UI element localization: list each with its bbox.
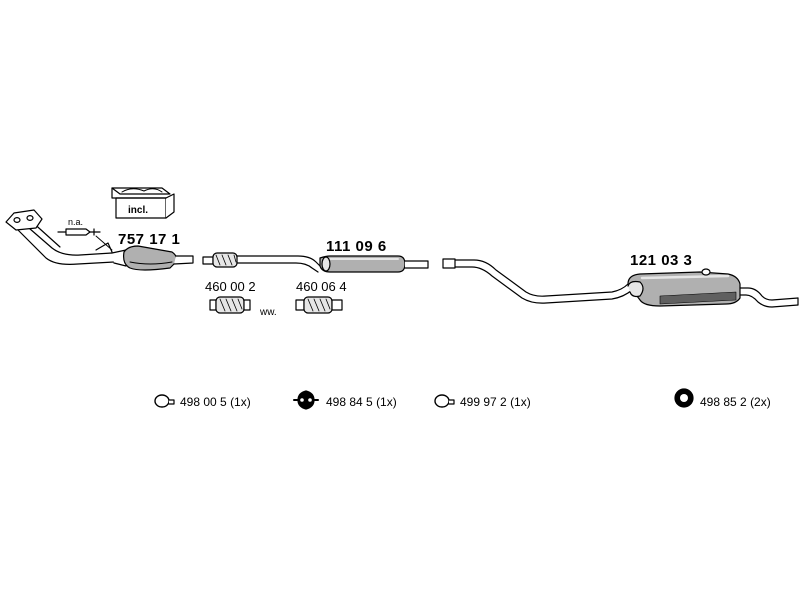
ring-hanger-icon (434, 394, 455, 408)
hardware-item-498005: 498 00 5 (1x) (180, 396, 251, 408)
part-number-460002: 460 00 2 (205, 279, 256, 294)
hardware-label: 498 84 5 (326, 395, 373, 409)
hardware-label: 498 85 2 (700, 395, 747, 409)
flex-pipe-braid (212, 252, 238, 268)
rear-pipe-lower (454, 266, 633, 304)
hardware-qty: (1x) (510, 395, 531, 409)
hardware-item-498845: 498 84 5 (1x) (326, 396, 397, 408)
flex-pipe-tube-upper (236, 255, 323, 269)
kit-box-contents (121, 188, 163, 193)
hardware-qty: (1x) (230, 395, 251, 409)
kit-box-side (165, 193, 175, 219)
front-pipe-tube-upper (21, 221, 113, 256)
part-number-111096: 111 09 6 (326, 238, 387, 255)
front-pipe-tube-lower (13, 225, 115, 265)
hardware-label: 498 00 5 (180, 395, 227, 409)
flex-pipe (202, 252, 323, 273)
hardware-label: 499 97 2 (460, 395, 507, 409)
tail-pipe-upper (739, 287, 799, 301)
oxygen-sensor-leader (95, 235, 113, 251)
sleeve-460002 (209, 296, 251, 314)
hardware-item-499972: 499 97 2 (1x) (460, 396, 531, 408)
kit-box-lid (111, 187, 167, 199)
hardware-item-498852: 498 85 2 (2x) (700, 396, 771, 408)
manifold-hole-1 (13, 217, 21, 224)
tail-pipe-lower (739, 294, 799, 308)
part-number-757171: 757 17 1 (118, 231, 181, 248)
catalyst-shading (129, 261, 173, 265)
catalyst-outlet-pipe (173, 255, 194, 265)
incl-label: incl. (128, 205, 149, 216)
front-pipe-catalyst (5, 209, 194, 271)
part-number-460064: 460 06 4 (296, 279, 347, 294)
part-number-121033: 121 03 3 (630, 252, 693, 269)
rear-pipe-inlet (442, 258, 456, 269)
incl-kit-box (111, 187, 175, 219)
manifold-flange (5, 209, 43, 231)
oxygen-sensor-note: n.a. (68, 217, 84, 227)
rear-pipe-silencer (442, 258, 799, 308)
middle-silencer-outlet (404, 260, 429, 269)
rubber-ring-icon (674, 388, 694, 408)
ww-note: ww. (260, 307, 277, 318)
rear-silencer-inlet-bulge (627, 280, 644, 298)
middle-silencer-end (321, 256, 331, 272)
ring-hanger-icon (154, 394, 175, 408)
flex-pipe-pattern (215, 254, 237, 266)
flex-pipe-tube-lower (236, 262, 319, 273)
flex-pipe-left-end (202, 256, 214, 265)
middle-silencer (319, 255, 429, 273)
hardware-qty: (1x) (376, 395, 397, 409)
rear-silencer-dark-band (659, 291, 737, 305)
rear-silencer-top-highlight (640, 274, 730, 280)
flange-hanger-icon (293, 390, 319, 410)
rear-silencer-hanger-stud (701, 268, 711, 276)
hardware-qty: (2x) (750, 395, 771, 409)
manifold-hole-2 (26, 215, 34, 222)
oxygen-sensor (57, 228, 101, 236)
rear-pipe-upper (454, 259, 629, 297)
sleeve-460064 (295, 296, 343, 314)
catalyst-body (123, 245, 178, 271)
